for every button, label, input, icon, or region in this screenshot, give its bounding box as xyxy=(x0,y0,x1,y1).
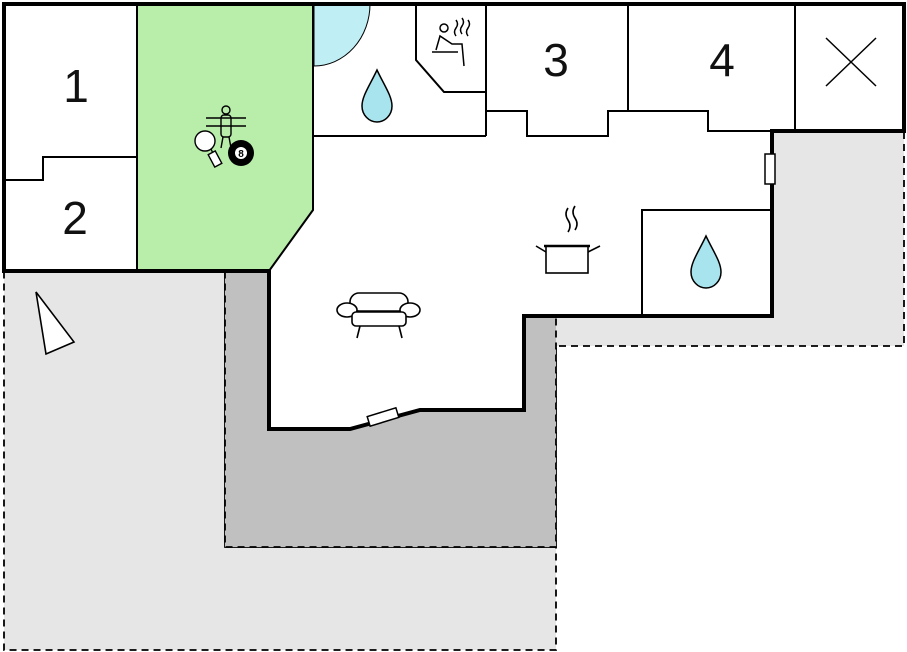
interior-walls xyxy=(4,4,796,316)
sofa-icon xyxy=(336,292,421,339)
water-drop-icon xyxy=(361,68,393,123)
window-marker xyxy=(764,153,776,185)
billiard-ball-number: 8 xyxy=(238,149,244,160)
table-tennis-icon xyxy=(194,130,223,169)
room-label-2: 2 xyxy=(62,192,88,244)
billiard-ball-icon: 8 xyxy=(228,140,254,166)
compass-north-icon xyxy=(35,291,76,356)
cross-icon xyxy=(825,37,877,87)
room-label-3: 3 xyxy=(543,34,569,86)
water-drop-icon xyxy=(690,234,722,289)
door-marker xyxy=(366,406,400,428)
sauna-icon xyxy=(432,17,471,67)
pool-icon xyxy=(313,3,371,67)
outer-wall xyxy=(2,2,906,431)
room-label-1: 1 xyxy=(63,60,89,112)
table-football-icon xyxy=(206,105,246,149)
room-label-4: 4 xyxy=(709,34,735,86)
cooking-pot-icon xyxy=(535,205,601,274)
